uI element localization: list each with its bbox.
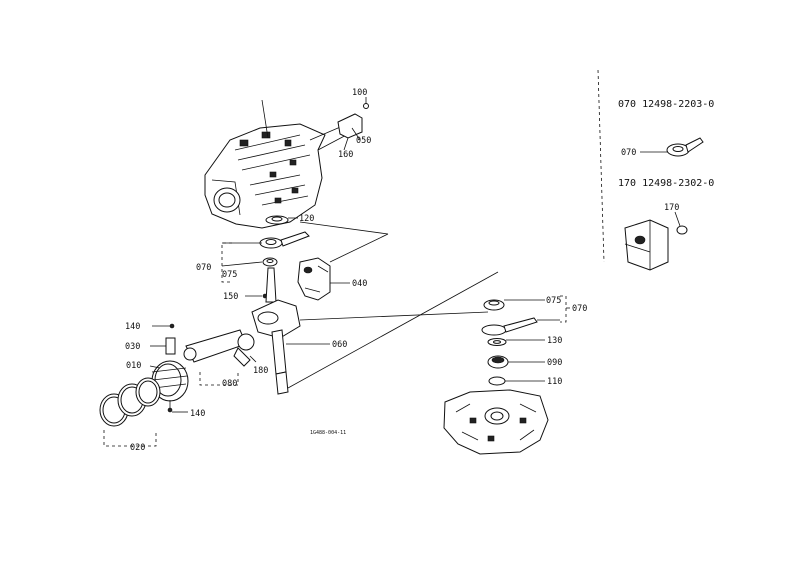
callout-050: 050 — [356, 136, 371, 146]
part-170-header: 170 12498-2302-0 — [618, 178, 714, 189]
tube-assembly — [337, 97, 369, 151]
callout-075-right: 075 — [546, 296, 561, 306]
washer-130 — [487, 338, 545, 346]
callout-160: 160 — [338, 150, 353, 160]
crankcase-cover — [443, 389, 549, 455]
callout-075-left: 075 — [222, 270, 237, 280]
balancer-040 — [297, 221, 389, 301]
callout-010: 010 — [126, 361, 141, 371]
part-070-callout: 070 — [621, 148, 636, 158]
part-070-header: 070 12498-2203-0 — [618, 99, 714, 110]
callout-180: 180 — [253, 366, 268, 376]
callout-140-top: 140 — [125, 322, 140, 332]
callout-140-bottom: 140 — [190, 409, 205, 419]
part-170-callout: 170 — [664, 203, 679, 213]
panel-divider — [597, 69, 605, 263]
callout-030: 030 — [125, 342, 140, 352]
callout-070-right: 070 — [572, 304, 587, 314]
callout-060: 060 — [332, 340, 347, 350]
callout-130: 130 — [547, 336, 562, 346]
callout-110: 110 — [547, 377, 562, 387]
cylinder-block — [204, 99, 353, 229]
connecting-rod-080 — [183, 329, 257, 386]
gear-090 — [487, 355, 545, 369]
callout-020: 020 — [130, 443, 145, 453]
piston-010 — [149, 360, 189, 413]
governor-assembly-right — [481, 295, 570, 336]
leader-line — [287, 271, 499, 389]
piston-rings-020 — [99, 377, 161, 447]
callout-090: 090 — [547, 358, 562, 368]
drawing-code: 1G488-004-11 — [310, 430, 346, 436]
seal-120 — [265, 215, 298, 225]
leader-line-2 — [299, 311, 489, 321]
callout-080: 080 — [222, 379, 237, 389]
callout-120: 120 — [299, 214, 314, 224]
piston-pin-030 — [150, 323, 176, 355]
part-070-illustration — [640, 137, 704, 157]
callout-150: 150 — [223, 292, 238, 302]
pin-150 — [245, 293, 268, 299]
ring-110 — [488, 376, 545, 386]
crankshaft-060 — [251, 267, 330, 395]
part-170-illustration — [624, 211, 688, 271]
callout-070-left: 070 — [196, 263, 211, 273]
callout-100: 100 — [352, 88, 367, 98]
governor-assembly-left — [221, 231, 310, 283]
callout-040: 040 — [352, 279, 367, 289]
